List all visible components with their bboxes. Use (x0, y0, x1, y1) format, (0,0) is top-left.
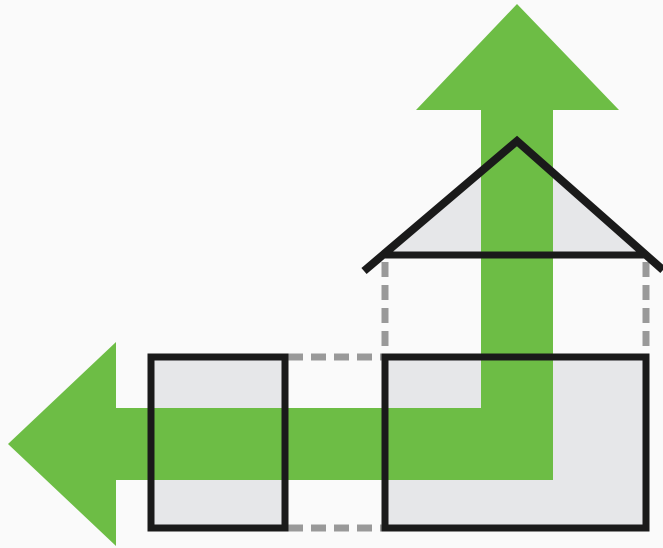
house-addition-diagram (0, 0, 663, 548)
